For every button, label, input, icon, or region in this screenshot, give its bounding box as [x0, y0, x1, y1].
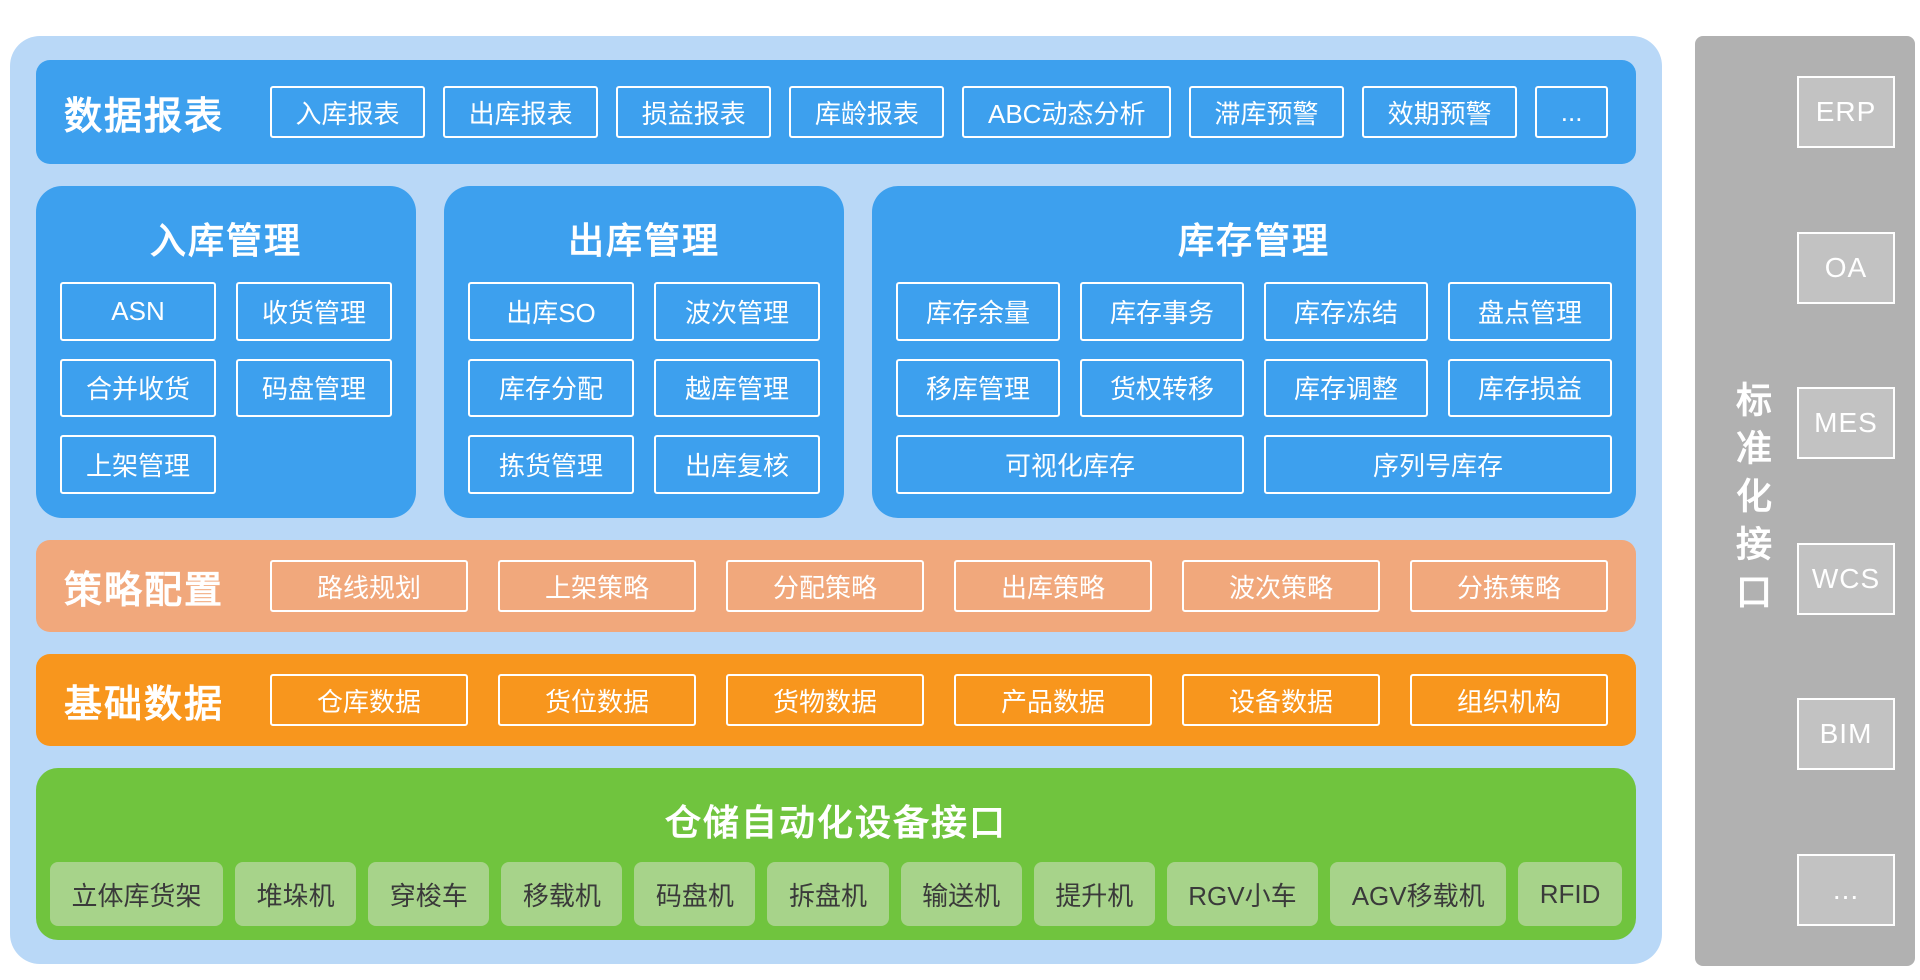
report-module-box: ... [1535, 86, 1608, 138]
inventory-module-box: 库存事务 [1080, 282, 1244, 341]
inventory-module-box: 序列号库存 [1264, 435, 1612, 494]
inbound-card-title: 入库管理 [149, 220, 302, 261]
outbound-module-box: 越库管理 [654, 358, 820, 418]
inbound-module-box: 码盘管理 [236, 358, 392, 418]
automation-device-box: 立体库货架 [50, 862, 224, 926]
automation-device-box: 输送机 [900, 862, 1022, 926]
basic-data-module-box: 货物数据 [726, 674, 924, 726]
basic-data-label: 基础数据 [64, 683, 225, 726]
standard-interface-sidebar: 标准化接口 ERP OA MES WCS BIM ... [1695, 36, 1915, 966]
basic-data-module-box: 组织机构 [1410, 674, 1608, 726]
inventory-module-box: 库存余量 [896, 282, 1060, 341]
strategy-config-items: 路线规划 上架策略 分配策略 出库策略 波次策略 分拣策略 [270, 560, 1608, 612]
external-system-box: ... [1797, 853, 1895, 926]
inventory-module-box: 库存冻结 [1264, 282, 1428, 341]
automation-device-box: 提升机 [1033, 862, 1155, 926]
basic-data-band: 基础数据 仓库数据 货位数据 货物数据 产品数据 设备数据 组织机构 [36, 654, 1636, 746]
inbound-module-box: 收货管理 [236, 282, 392, 341]
automation-device-box: 穿梭车 [368, 862, 490, 926]
basic-data-module-box: 仓库数据 [270, 674, 468, 726]
strategy-config-band: 策略配置 路线规划 上架策略 分配策略 出库策略 波次策略 分拣策略 [36, 540, 1636, 632]
inventory-card-title: 库存管理 [1177, 220, 1330, 261]
external-system-box: BIM [1797, 698, 1895, 771]
inventory-module-box: 库存调整 [1264, 358, 1428, 418]
outbound-module-box: 出库复核 [654, 435, 820, 494]
external-system-box: OA [1797, 231, 1895, 304]
inventory-module-box: 可视化库存 [896, 435, 1244, 494]
external-system-box: MES [1797, 387, 1895, 460]
strategy-module-box: 出库策略 [954, 560, 1152, 612]
inventory-module-box: 移库管理 [896, 358, 1060, 418]
automation-device-box: 堆垛机 [235, 862, 357, 926]
outbound-card-grid: 出库SO 波次管理 库存分配 越库管理 拣货管理 出库复核 [468, 282, 820, 494]
outbound-module-box: 拣货管理 [468, 435, 634, 494]
report-module-box: 出库报表 [443, 86, 599, 138]
automation-device-box: 码盘机 [634, 862, 756, 926]
automation-device-box: 移载机 [501, 862, 623, 926]
standard-interface-items: ERP OA MES WCS BIM ... [1793, 76, 1895, 926]
basic-data-items: 仓库数据 货位数据 货物数据 产品数据 设备数据 组织机构 [270, 674, 1608, 726]
automation-interface-title: 仓储自动化设备接口 [664, 802, 1007, 843]
outbound-card-title: 出库管理 [567, 220, 720, 261]
strategy-config-label: 策略配置 [64, 569, 225, 612]
data-report-band: 数据报表 入库报表 出库报表 损益报表 库龄报表 ABC动态分析 滞库预警 效期… [36, 60, 1636, 164]
inventory-module-box: 盘点管理 [1448, 282, 1612, 341]
strategy-module-box: 路线规划 [270, 560, 468, 612]
report-module-box: 入库报表 [270, 86, 426, 138]
strategy-module-box: 分拣策略 [1410, 560, 1608, 612]
inventory-management-card: 库存管理 库存余量 库存事务 库存冻结 盘点管理 移库管理 货权转移 [872, 186, 1636, 518]
automation-device-box: 拆盘机 [767, 862, 889, 926]
data-report-label: 数据报表 [64, 95, 225, 138]
inventory-card-grid: 库存余量 库存事务 库存冻结 盘点管理 移库管理 货权转移 库存调整 库存损益 [896, 282, 1612, 494]
automation-device-box: RGV小车 [1166, 862, 1319, 926]
inventory-module-box: 货权转移 [1080, 358, 1244, 418]
inbound-card-grid: ASN 收货管理 合并收货 码盘管理 上架管理 [60, 282, 392, 494]
report-module-box: 损益报表 [616, 86, 772, 138]
external-system-box: ERP [1797, 76, 1895, 148]
inbound-module-box: 合并收货 [60, 358, 216, 418]
inbound-module-box: 上架管理 [60, 435, 216, 494]
automation-interface-block: 仓储自动化设备接口 立体库货架 堆垛机 穿梭车 移载机 码盘机 拆盘机 输送机 [36, 768, 1636, 940]
strategy-module-box: 分配策略 [726, 560, 924, 612]
inbound-management-card: 入库管理 ASN 收货管理 合并收货 码盘管理 上架管理 [36, 186, 416, 518]
data-report-items: 入库报表 出库报表 损益报表 库龄报表 ABC动态分析 滞库预警 效期预警 ..… [270, 86, 1608, 138]
strategy-module-box: 波次策略 [1182, 560, 1380, 612]
outbound-module-box: 出库SO [468, 282, 634, 341]
report-module-box: 滞库预警 [1189, 86, 1345, 138]
automation-device-box: RFID [1518, 862, 1622, 926]
inbound-module-box: ASN [60, 282, 216, 341]
management-cards-row: 入库管理 ASN 收货管理 合并收货 码盘管理 上架管理 出库管理 [36, 186, 1636, 518]
basic-data-module-box: 货位数据 [498, 674, 696, 726]
standard-interface-label: 标准化接口 [1731, 381, 1772, 621]
report-module-box: ABC动态分析 [962, 86, 1171, 138]
strategy-module-box: 上架策略 [498, 560, 696, 612]
inventory-module-box: 库存损益 [1448, 358, 1612, 418]
outbound-module-box: 波次管理 [654, 282, 820, 341]
basic-data-module-box: 设备数据 [1182, 674, 1380, 726]
outbound-module-box: 库存分配 [468, 358, 634, 418]
main-panel: 数据报表 入库报表 出库报表 损益报表 库龄报表 ABC动态分析 滞库预警 效期… [10, 36, 1662, 964]
basic-data-module-box: 产品数据 [954, 674, 1152, 726]
report-module-box: 效期预警 [1362, 86, 1518, 138]
external-system-box: WCS [1797, 542, 1895, 615]
outbound-management-card: 出库管理 出库SO 波次管理 库存分配 越库管理 拣货管理 出库复核 [444, 186, 844, 518]
automation-device-items: 立体库货架 堆垛机 穿梭车 移载机 码盘机 拆盘机 输送机 提升机 RGV小车 [50, 862, 1622, 926]
automation-device-box: AGV移载机 [1330, 862, 1507, 926]
report-module-box: 库龄报表 [789, 86, 945, 138]
